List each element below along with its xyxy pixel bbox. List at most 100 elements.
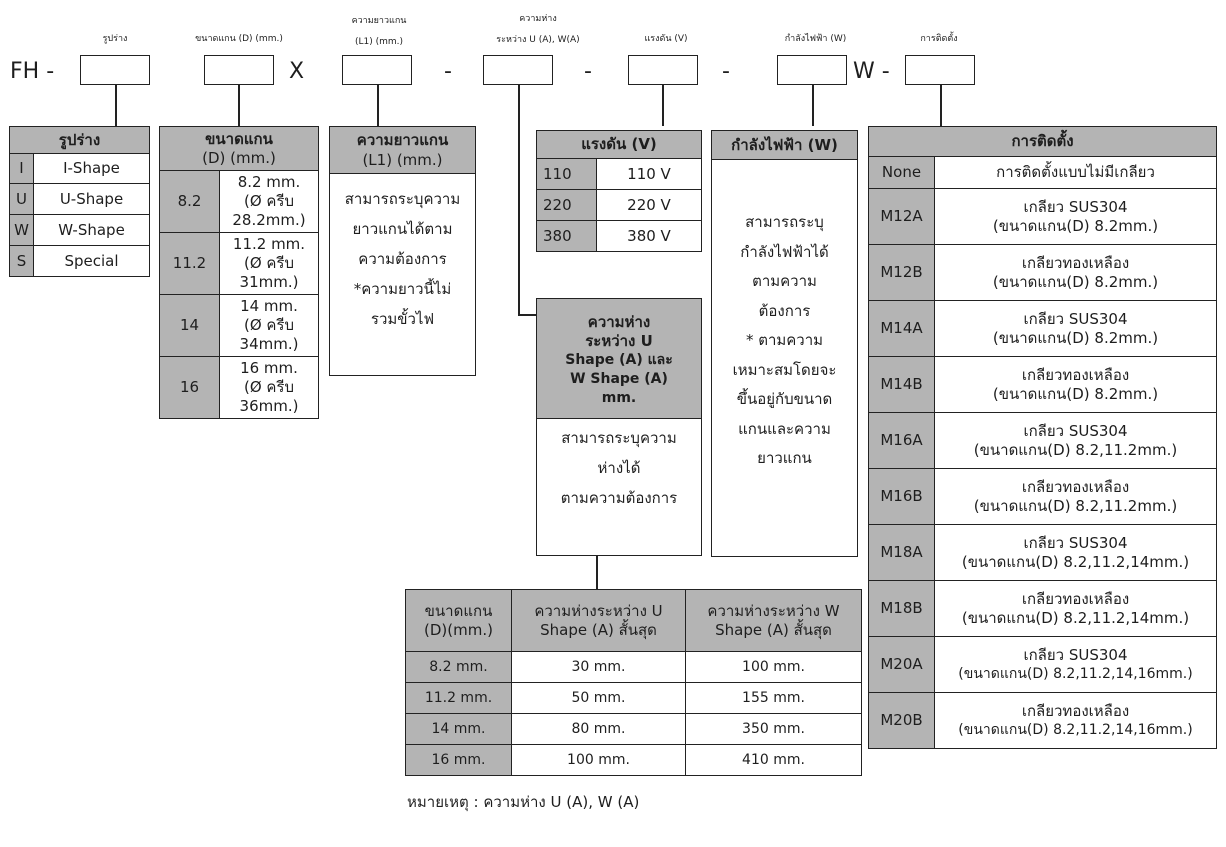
mounting-code: M14B <box>868 356 935 413</box>
label-power: กำลังไฟฟ้า (W) <box>784 34 847 44</box>
voltage-code-box[interactable] <box>628 55 698 85</box>
label-mounting: การติดตั้ง <box>920 34 958 44</box>
mounting-desc-line1: เกลียว SUS304 <box>1023 197 1128 216</box>
power-body-line: * ตามความ <box>745 331 824 349</box>
power-body-line: สามารถระบุ <box>745 213 824 231</box>
voltage-table-header: แรงดัน (V) <box>536 130 702 159</box>
diameter-desc-line3: 36mm.) <box>239 397 299 415</box>
spacing-header-line: mm. <box>601 390 637 406</box>
label-shape: รูปร่าง <box>102 34 128 44</box>
mounting-table: การติดตั้ง None การติดตั้งแบบไม่มีเกลียว… <box>868 126 1217 749</box>
length-code-box[interactable] <box>342 55 412 85</box>
mounting-desc-line1: เกลียว SUS304 <box>1023 421 1128 440</box>
power-body-line: เหมาะสมโดยจะ <box>732 360 837 379</box>
diameter-desc: 14 mm. (Ø ครีบ 34mm.) <box>219 294 319 357</box>
power-body-line: ต้องการ <box>758 301 811 320</box>
mounting-desc-line1: เกลียวทองเหลือง <box>1021 253 1130 272</box>
mounting-code: M12B <box>868 244 935 301</box>
spacing-code-box[interactable] <box>483 55 553 85</box>
shape-table: รูปร่าง I I-Shape U U-Shape W W-Shape S … <box>9 126 150 277</box>
mounting-code-box[interactable] <box>905 55 975 85</box>
mounting-desc-line2: (ขนาดแกน(D) 8.2mm.) <box>992 328 1159 347</box>
power-box-header: กำลังไฟฟ้า (W) <box>712 131 857 160</box>
mounting-desc: เกลียวทองเหลือง(ขนาดแกน(D) 8.2,11.2,14mm… <box>934 580 1217 637</box>
shape-name: W-Shape <box>33 214 150 246</box>
length-body-line: ความต้องการ <box>358 250 447 268</box>
spacing-col-u-line1: ความห่างระหว่าง U <box>534 601 663 620</box>
spacing-row-u: 50 mm. <box>511 682 686 714</box>
shape-name: I-Shape <box>33 153 150 184</box>
length-body-line: *ความยาวนี้ไม่ <box>353 280 452 298</box>
power-box-body: สามารถระบุ กำลังไฟฟ้าได้ ตามความ ต้องการ… <box>712 160 857 474</box>
diameter-desc-line1: 14 mm. <box>240 297 298 315</box>
mounting-desc-line1: เกลียวทองเหลือง <box>1021 365 1130 384</box>
mounting-code: M18A <box>868 524 935 581</box>
diameter-desc-line3: 28.2mm.) <box>232 211 306 229</box>
mounting-code: None <box>868 156 935 189</box>
mounting-desc: เกลียวทองเหลือง(ขนาดแกน(D) 8.2mm.) <box>934 356 1217 413</box>
voltage-code: 220 <box>536 189 597 221</box>
mounting-desc: การติดตั้งแบบไม่มีเกลียว <box>934 156 1217 189</box>
length-body-line: สามารถระบุความ <box>344 190 461 208</box>
length-box: ความยาวแกน (L1) (mm.) สามารถระบุความ ยาว… <box>329 126 476 376</box>
power-body-line: แกนและความ <box>738 419 831 438</box>
diameter-desc-line1: 8.2 mm. <box>237 173 301 191</box>
diameter-header-line2: (D) (mm.) <box>202 148 276 167</box>
spacing-row-w: 410 mm. <box>685 744 862 776</box>
spacing-row-u: 100 mm. <box>511 744 686 776</box>
spacing-row-diameter: 16 mm. <box>405 744 512 776</box>
code-dash-1: - <box>444 59 452 84</box>
spacing-body-line: สามารถระบุความ <box>561 429 677 447</box>
diameter-code: 8.2 <box>159 170 220 233</box>
diameter-table: ขนาดแกน (D) (mm.) 8.2 8.2 mm. (Ø ครีบ 28… <box>159 126 319 419</box>
spacing-row-diameter: 11.2 mm. <box>405 682 512 714</box>
spacing-row-diameter: 14 mm. <box>405 713 512 745</box>
mounting-code: M14A <box>868 300 935 357</box>
spacing-body-line: ตามความต้องการ <box>560 489 678 507</box>
shape-code-box[interactable] <box>80 55 150 85</box>
mounting-desc: เกลียว SUS304(ขนาดแกน(D) 8.2,11.2mm.) <box>934 412 1217 469</box>
mounting-code: M16A <box>868 412 935 469</box>
power-body-line: ยาวแกน <box>757 449 812 467</box>
connector-spacing-table <box>596 555 598 589</box>
spacing-limit-table: ขนาดแกน (D)(mm.) ความห่างระหว่าง U Shape… <box>405 589 862 776</box>
voltage-value: 380 V <box>596 220 702 252</box>
mounting-desc: เกลียวทองเหลือง(ขนาดแกน(D) 8.2,11.2,14,1… <box>934 692 1217 749</box>
voltage-table: แรงดัน (V) 110 110 V 220 220 V 380 380 V <box>536 130 702 252</box>
shape-code: I <box>9 153 34 184</box>
mounting-desc-line2: (ขนาดแกน(D) 8.2,11.2mm.) <box>973 440 1178 459</box>
mounting-code: M12A <box>868 188 935 245</box>
mounting-desc-line1: เกลียว SUS304 <box>1023 645 1128 664</box>
label-length-line1: ความยาวแกน <box>351 16 407 26</box>
shape-code: S <box>9 245 34 277</box>
mounting-desc-line2: (ขนาดแกน(D) 8.2,11.2,14,16mm.) <box>958 665 1193 682</box>
shape-code: W <box>9 214 34 246</box>
spacing-row-diameter: 8.2 mm. <box>405 651 512 683</box>
diameter-code-box[interactable] <box>204 55 274 85</box>
length-body-line: ยาวแกนได้ตาม <box>352 220 453 238</box>
diameter-desc-line2: (Ø ครีบ <box>243 378 295 396</box>
diameter-code: 14 <box>159 294 220 357</box>
power-code-box[interactable] <box>777 55 847 85</box>
spacing-col-w-line2: Shape (A) สั้นสุด <box>715 620 832 639</box>
spacing-box: ความห่าง ระหว่าง U Shape (A) และ W Shape… <box>536 298 702 556</box>
spacing-row-u: 80 mm. <box>511 713 686 745</box>
mounting-desc: เกลียวทองเหลือง(ขนาดแกน(D) 8.2mm.) <box>934 244 1217 301</box>
connector-shape <box>115 85 117 126</box>
diameter-desc-line2: (Ø ครีบ <box>243 316 295 334</box>
connector-length <box>377 85 379 126</box>
voltage-value: 110 V <box>596 158 702 190</box>
spacing-header-line: W Shape (A) <box>570 371 668 387</box>
spacing-row-w: 350 mm. <box>685 713 862 745</box>
voltage-code: 380 <box>536 220 597 252</box>
spacing-col-diameter-line2: (D)(mm.) <box>424 620 493 639</box>
power-box: กำลังไฟฟ้า (W) สามารถระบุ กำลังไฟฟ้าได้ … <box>711 130 858 557</box>
diameter-desc-line2: (Ø ครีบ <box>243 254 295 272</box>
diameter-code: 16 <box>159 356 220 419</box>
mounting-desc: เกลียว SUS304(ขนาดแกน(D) 8.2,11.2,14mm.) <box>934 524 1217 581</box>
mounting-desc-line1: เกลียว SUS304 <box>1023 309 1128 328</box>
spacing-col-u-line2: Shape (A) สั้นสุด <box>540 620 657 639</box>
label-voltage: แรงดัน (V) <box>644 34 688 44</box>
code-dash-3: - <box>722 59 730 84</box>
spacing-header-line: Shape (A) และ <box>565 352 673 368</box>
